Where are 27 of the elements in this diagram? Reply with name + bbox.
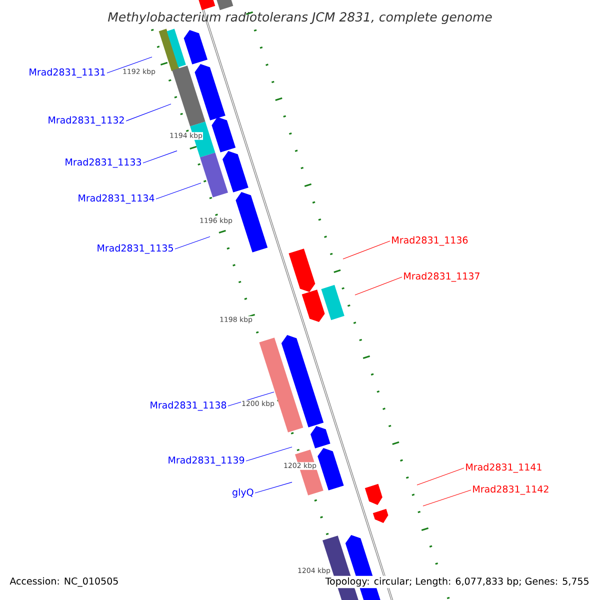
leader-line: [126, 104, 172, 122]
leader-line: [422, 490, 472, 506]
gene-label: Mrad2831_1135: [98, 244, 173, 254]
leader-line: [174, 236, 210, 250]
gene-label: Mrad2831_1139: [168, 456, 244, 466]
gene-label: Mrad2831_1141: [466, 463, 542, 473]
gene-label: Mrad2831_1134: [78, 194, 154, 204]
gene-label: Mrad2831_1132: [48, 116, 124, 126]
gene-label: glyQ: [232, 488, 254, 498]
leader-line: [228, 392, 274, 406]
leader-line: [416, 468, 464, 486]
info-text: Accession: NC_010505: [8, 576, 120, 588]
info-text: Topology: circular; Length: 6,077,833 bp; Genes: 5,755: [324, 576, 591, 588]
gene-label: Mrad2831_1137: [404, 272, 480, 282]
leader-line: [354, 276, 402, 296]
leader-line: [254, 482, 292, 494]
leader-line: [142, 150, 178, 164]
leader-line: [342, 240, 390, 260]
gene-label: Mrad2831_1138: [150, 401, 226, 411]
title: Methylobacterium radiotolerans JCM 2831, complete genome: [108, 12, 492, 24]
gene-label: Mrad2831_1133: [66, 158, 142, 168]
gene-label: Mrad2831_1136: [392, 236, 468, 246]
leader-line: [106, 56, 152, 74]
gene-label: Mrad2831_1142: [473, 485, 548, 495]
leader-line: [156, 182, 202, 200]
leader-line: [246, 446, 292, 462]
gene-label: Mrad2831_1131: [30, 68, 105, 78]
